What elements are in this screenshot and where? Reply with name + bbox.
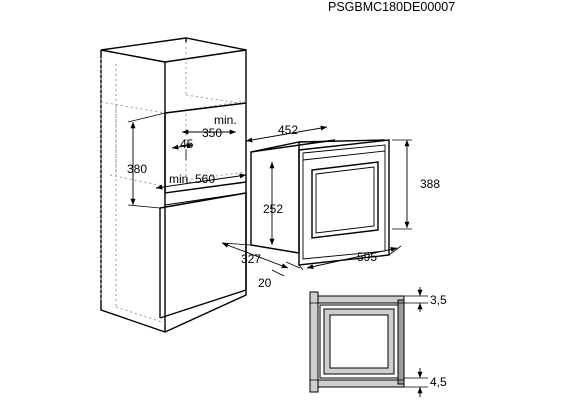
dim-380-value: 380 [127,162,147,176]
dim-45-value: 45 [180,137,194,151]
cabinet-lower-door [159,192,247,319]
dimension-line-45 [171,143,194,150]
dim-min-350-value: 350 [202,126,222,140]
dim-3-5-value: 3,5 [430,293,447,307]
dimension-line-327 [221,242,289,269]
dim-252-value: 252 [263,202,283,216]
niche-top-edge [164,102,247,114]
appliance-side [250,141,300,254]
dimension-line-452 [245,125,328,143]
dim-452-value: 452 [278,123,298,137]
section-bottom-shelf [318,380,404,387]
tall-cabinet: min. 350 45 380 min. 560 [100,37,247,333]
dim-327-value: 327 [241,252,261,266]
dim-388-value: 388 [420,177,440,191]
dim-595-value: 595 [357,250,377,264]
dimension-line-20 [271,269,285,277]
section-front-panel [398,300,404,384]
appliance-window [311,161,379,239]
dimension-line-min-560 [155,173,247,190]
section-top-shelf [318,296,404,303]
installation-section-detail: 3,5 4,5 [309,287,447,397]
section-left-wall [310,292,318,392]
dim-20-value: 20 [258,276,272,290]
drawing-code: PSGBMC180DE00007 [328,0,455,14]
dimension-line-595 [306,246,398,270]
dim-min-label: min. [214,113,237,127]
dim-min-560-value: min. 560 [169,172,215,186]
microwave-appliance: 452 388 252 595 327 20 [221,123,440,290]
cabinet-front-top-edge [100,49,166,63]
cabinet-top-side-edge [164,49,247,63]
dim-4-5-value: 4,5 [430,375,447,389]
